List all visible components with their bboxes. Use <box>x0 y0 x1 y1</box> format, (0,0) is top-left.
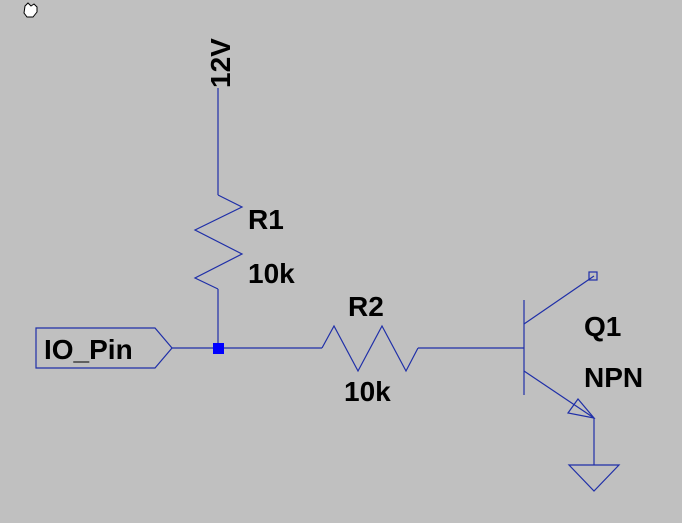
supply-label: 12V <box>205 38 236 88</box>
q1-ref-label: Q1 <box>584 311 621 342</box>
r2-ref-label: R2 <box>348 291 384 322</box>
io-pin-label: IO_Pin <box>44 334 133 365</box>
junction-dot-icon <box>213 343 224 354</box>
q1-transistor[interactable] <box>523 275 596 465</box>
q1-type-label: NPN <box>584 362 643 393</box>
open-terminal-icon[interactable] <box>588 271 598 281</box>
r1-value-label: 10k <box>248 258 295 289</box>
hand-cursor-icon <box>23 2 38 18</box>
io-pin-port[interactable] <box>35 327 173 369</box>
ground-icon[interactable] <box>567 464 621 492</box>
r2-resistor[interactable] <box>321 324 419 373</box>
r2-value-label: 10k <box>344 376 391 407</box>
r1-resistor[interactable] <box>193 194 244 290</box>
r1-ref-label: R1 <box>248 204 284 235</box>
